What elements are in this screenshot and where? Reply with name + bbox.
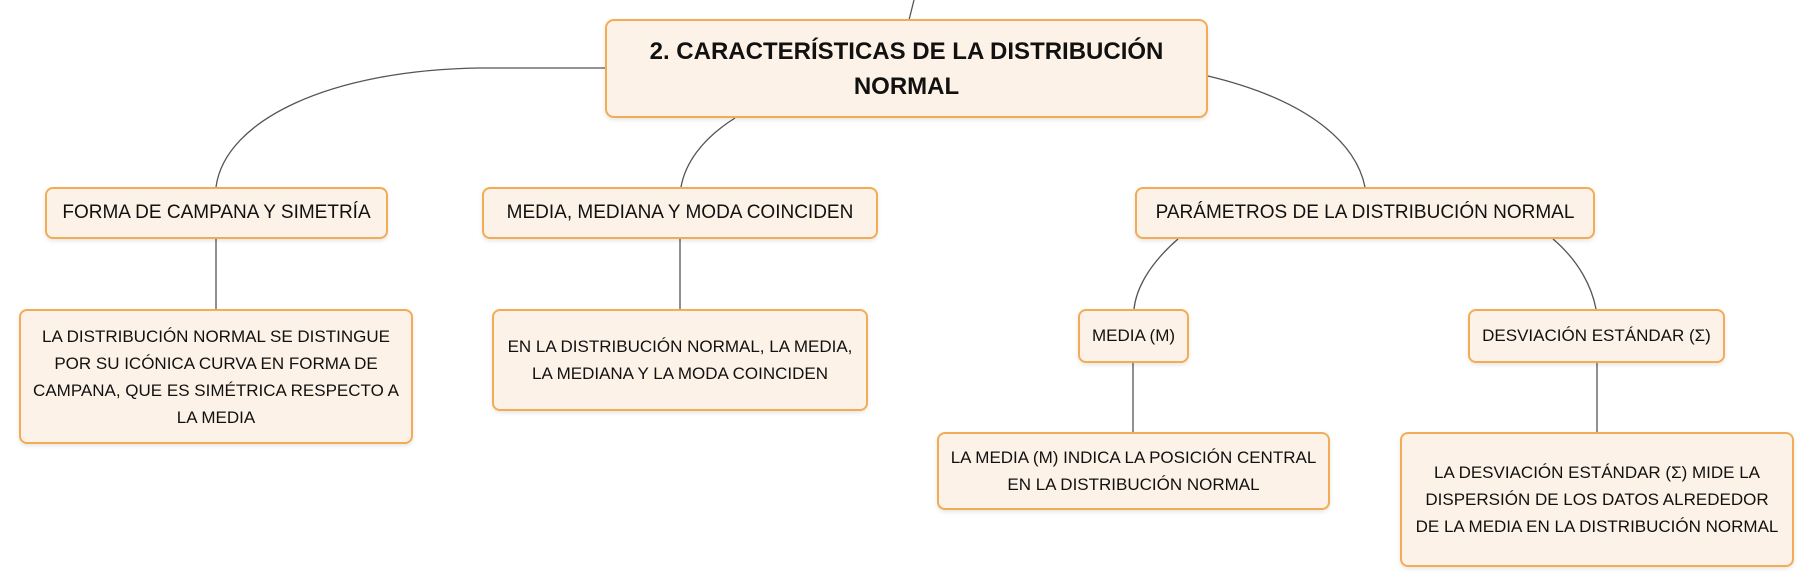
detail-std-deviation[interactable]: LA DESVIACIÓN ESTÁNDAR (Σ) MIDE LA DISPE… — [1400, 432, 1794, 567]
connector-root-to-shape — [215, 67, 605, 188]
subtopic-bell-shape[interactable]: FORMA DE CAMPANA Y SIMETRÍA — [45, 187, 388, 239]
connector-root-to-measures — [680, 117, 736, 188]
connector-parameters-to-mean — [1133, 238, 1179, 310]
subtopic-bell-shape-label: FORMA DE CAMPANA Y SIMETRÍA — [62, 202, 371, 223]
detail-bell-shape[interactable]: LA DISTRIBUCIÓN NORMAL SE DISTINGUE POR … — [19, 309, 413, 444]
detail-mean[interactable]: LA MEDIA (Μ) INDICA LA POSICIÓN CENTRAL … — [937, 432, 1330, 510]
subtopic-central-measures-label: MEDIA, MEDIANA Y MODA COINCIDEN — [506, 202, 854, 223]
detail-central-measures-text: EN LA DISTRIBUCIÓN NORMAL, LA MEDIA, LA … — [507, 337, 853, 383]
detail-mean-text: LA MEDIA (Μ) INDICA LA POSICIÓN CENTRAL … — [950, 448, 1317, 494]
subtopic-parameters-label: PARÁMETROS DE LA DISTRIBUCIÓN NORMAL — [1155, 202, 1575, 223]
subtopic-parameters[interactable]: PARÁMETROS DE LA DISTRIBUCIÓN NORMAL — [1135, 187, 1595, 239]
root-topic[interactable]: 2. CARACTERÍSTICAS DE LA DISTRIBUCIÓN NO… — [605, 19, 1208, 118]
root-topic-label: 2. CARACTERÍSTICAS DE LA DISTRIBUCIÓN NO… — [649, 37, 1164, 100]
detail-bell-shape-text: LA DISTRIBUCIÓN NORMAL SE DISTINGUE POR … — [33, 326, 399, 427]
subtopic-central-measures[interactable]: MEDIA, MEDIANA Y MODA COINCIDEN — [482, 187, 878, 239]
detail-central-measures[interactable]: EN LA DISTRIBUCIÓN NORMAL, LA MEDIA, LA … — [492, 309, 868, 411]
connector-root-to-parameters — [1207, 75, 1366, 188]
subtopic-mean-label: MEDIA (Μ) — [1091, 326, 1176, 345]
subtopic-std-deviation[interactable]: DESVIACIÓN ESTÁNDAR (Σ) — [1468, 309, 1725, 363]
subtopic-mean[interactable]: MEDIA (Μ) — [1078, 309, 1189, 363]
subtopic-std-deviation-label: DESVIACIÓN ESTÁNDAR (Σ) — [1482, 326, 1711, 345]
detail-std-deviation-text: LA DESVIACIÓN ESTÁNDAR (Σ) MIDE LA DISPE… — [1415, 463, 1779, 536]
connector-parameters-to-std — [1552, 238, 1597, 310]
connector-parent-to-root — [908, 0, 915, 21]
